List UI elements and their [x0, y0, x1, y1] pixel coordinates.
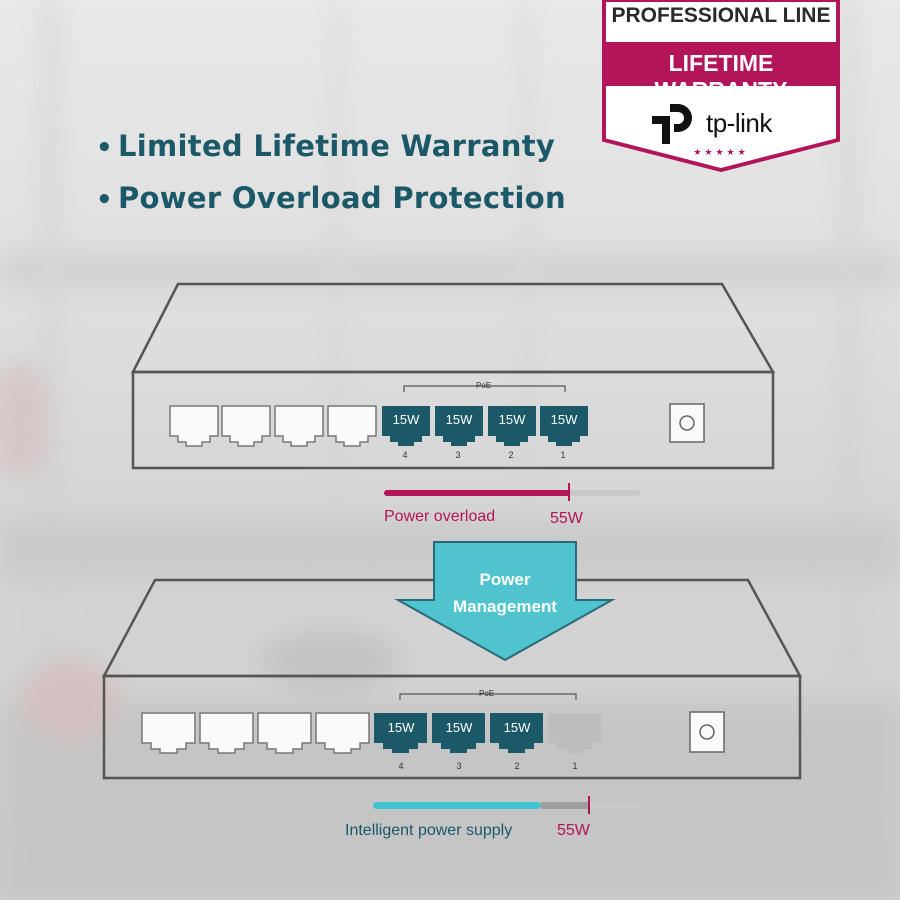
bottom-port-label-4: 15W — [387, 720, 415, 735]
top-port-label-3: 15W — [445, 412, 473, 427]
top-port-label-1: 15W — [550, 412, 578, 427]
badge-stars: ★★★★★ — [693, 148, 749, 158]
tp-link-logo-icon — [652, 104, 692, 144]
badge-lifetime-warranty: LIFETIME WARRANTY — [654, 50, 788, 103]
top-port-number-4: 4 — [402, 450, 408, 460]
power-management-text: Power Management — [453, 570, 557, 616]
badge-brand-name: tp-link — [706, 108, 772, 138]
top-poe-label: PoE — [476, 381, 492, 390]
bullet-icon: • — [96, 133, 113, 163]
top-switch-ports — [169, 385, 705, 447]
bottom-port-number-1: 1 — [572, 761, 578, 771]
bottom-port-label-3: 15W — [445, 720, 473, 735]
top-port-number-3: 3 — [455, 450, 461, 460]
power-overload-label: Power overload — [384, 508, 496, 525]
bottom-poe-label: PoE — [479, 689, 495, 698]
top-port-number-2: 2 — [508, 450, 514, 460]
bottom-port-number-2: 2 — [514, 761, 520, 771]
bottom-port-label-2: 15W — [503, 720, 531, 735]
badge-professional-line: PROFESSIONAL LINE — [611, 4, 831, 27]
supply-bar-fill — [373, 802, 541, 809]
intelligent-supply-limit: 55W — [557, 822, 590, 839]
feature-list: •Limited Lifetime Warranty •Power Overlo… — [96, 120, 566, 224]
power-overload-limit: 55W — [550, 510, 583, 527]
top-port-label-2: 15W — [498, 412, 526, 427]
bullet-icon: • — [96, 185, 113, 215]
top-port-number-1: 1 — [560, 450, 566, 460]
feature-item-overload-protection: •Power Overload Protection — [96, 172, 566, 224]
warranty-badge: PROFESSIONAL LINE LIFETIME WARRANTY tp-l… — [602, 0, 840, 172]
bottom-port-number-3: 3 — [456, 761, 462, 771]
feature-item-warranty: •Limited Lifetime Warranty — [96, 120, 566, 172]
top-port-label-4: 15W — [392, 412, 420, 427]
overload-bar-fill — [384, 490, 570, 496]
bottom-switch-ports — [141, 693, 725, 754]
intelligent-supply-label: Intelligent power supply — [345, 822, 513, 839]
bottom-port-number-4: 4 — [398, 761, 404, 771]
